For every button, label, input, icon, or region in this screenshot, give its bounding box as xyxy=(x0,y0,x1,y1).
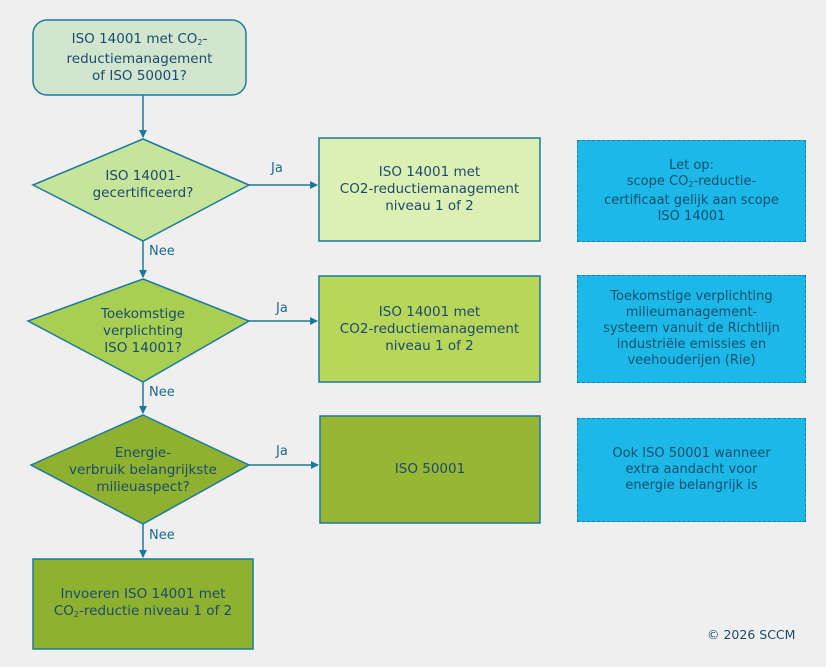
start-box: ISO 14001 met CO2- reductiemanagement of… xyxy=(33,20,246,95)
outcome-2-shape xyxy=(318,275,541,383)
decision-2-text: Toekomstige verplichting ISO 14001? xyxy=(100,305,186,356)
final-line-1: Invoeren ISO 14001 met xyxy=(60,585,226,602)
note-1: Let op: scope CO2-reductie- certificaat … xyxy=(577,140,806,242)
start-line-3: of ISO 50001? xyxy=(92,67,187,84)
outcome-1: ISO 14001 met CO2-reductiemanagement niv… xyxy=(339,164,520,214)
outcome-3-shape xyxy=(319,415,541,524)
label-yes-1: Ja xyxy=(271,161,283,176)
decision-1-text: ISO 14001- gecertificeerd? xyxy=(92,168,194,201)
label-no-1: Nee xyxy=(149,244,175,259)
outcome-2: ISO 14001 met CO2-reductiemanagement niv… xyxy=(339,303,520,354)
label-yes-2: Ja xyxy=(276,301,288,316)
decision-3-text: Energie- verbruik belangrijkste milieuas… xyxy=(69,444,217,495)
label-yes-3: Ja xyxy=(276,444,288,459)
copyright: © 2026 SCCM xyxy=(707,627,796,642)
start-line-2: reductiemanagement xyxy=(66,50,213,67)
note-2: Toekomstige verplichting milieumanagemen… xyxy=(577,275,806,383)
final-line-2: CO2-reductie niveau 1 of 2 xyxy=(53,602,233,619)
label-no-3: Nee xyxy=(149,528,175,543)
outcome-3: ISO 50001 xyxy=(394,461,466,477)
note-3: Ook ISO 50001 wanneer extra aandacht voo… xyxy=(577,418,806,522)
start-line-1: ISO 14001 met CO2- xyxy=(71,30,208,47)
label-no-2: Nee xyxy=(149,385,175,400)
final-box: Invoeren ISO 14001 met CO2-reductie nive… xyxy=(33,559,253,649)
start-box-shape xyxy=(32,19,247,96)
final-box-shape xyxy=(32,558,254,650)
outcome-1-shape xyxy=(318,137,541,242)
